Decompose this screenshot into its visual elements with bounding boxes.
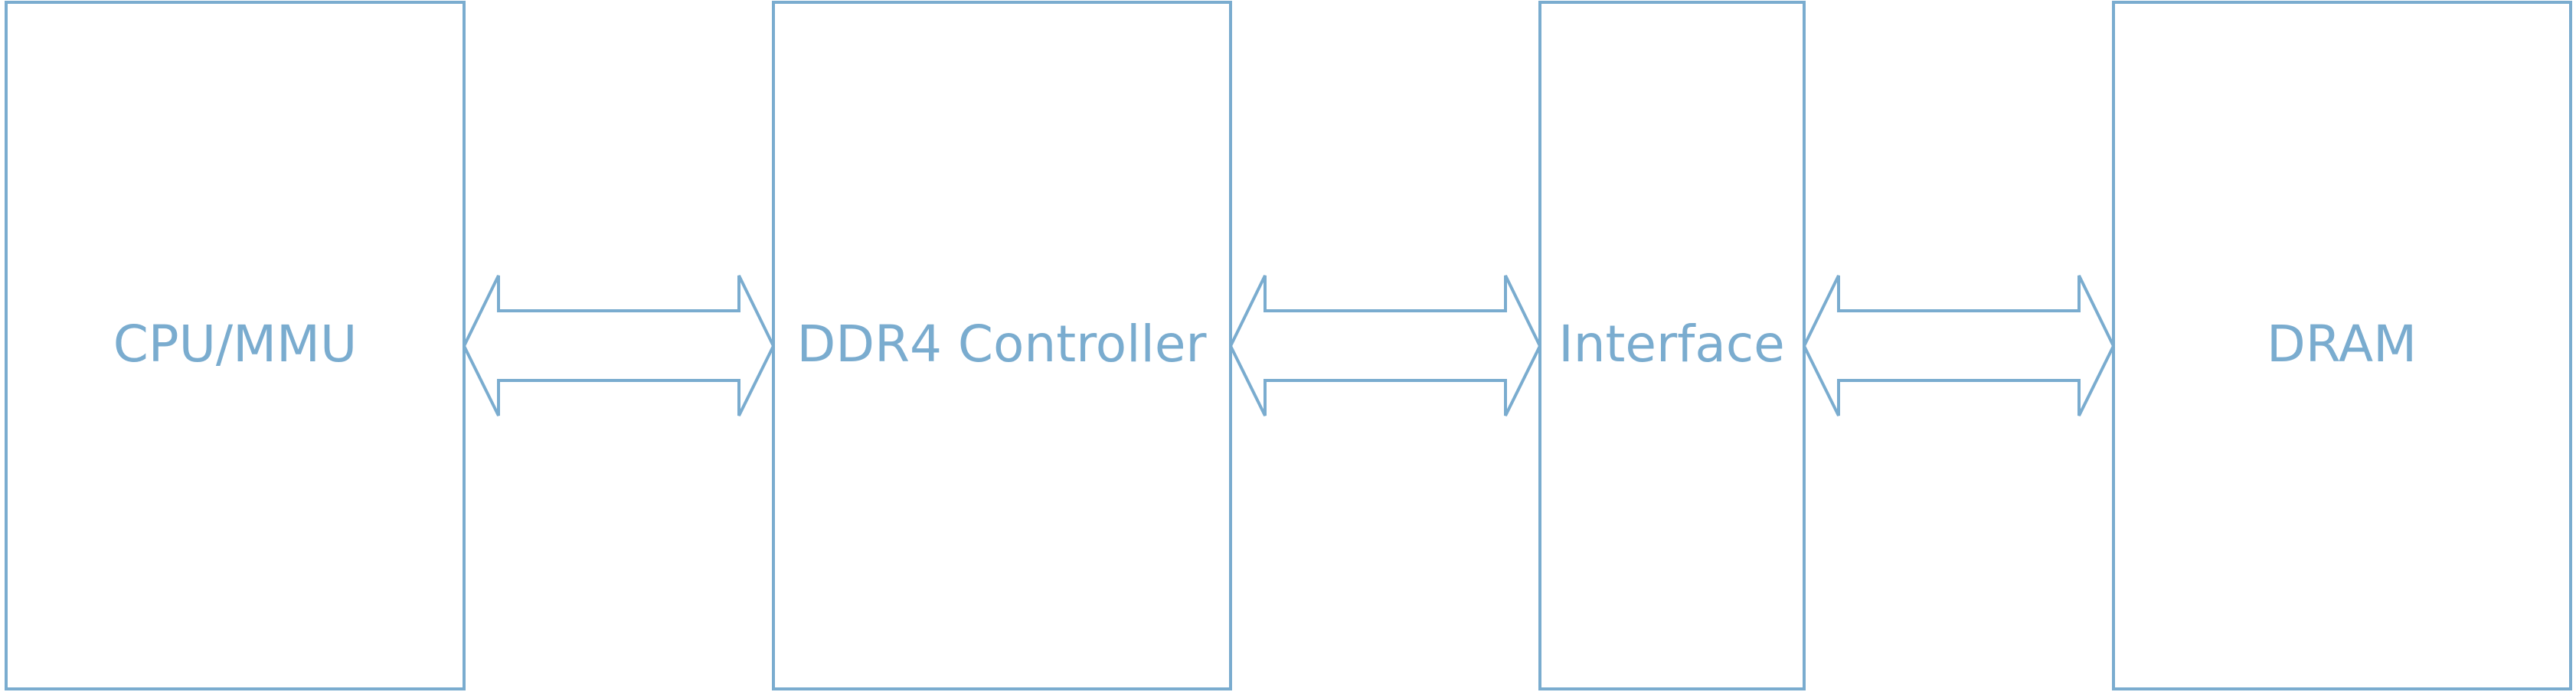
block-interface: Interface [1538, 1, 1806, 690]
arrow-cpu-to-controller [462, 275, 776, 416]
block-label: Interface [1558, 315, 1785, 374]
arrow-interface-to-dram [1802, 275, 2116, 416]
block-label: CPU/MMU [113, 315, 358, 374]
block-dram: DRAM [2112, 1, 2572, 690]
block-label: DRAM [2267, 315, 2417, 374]
block-ddr4-controller: DDR4 Controller [772, 1, 1232, 690]
arrow-controller-to-interface [1228, 275, 1542, 416]
block-label: DDR4 Controller [796, 315, 1207, 374]
block-cpu-mmu: CPU/MMU [5, 1, 466, 690]
